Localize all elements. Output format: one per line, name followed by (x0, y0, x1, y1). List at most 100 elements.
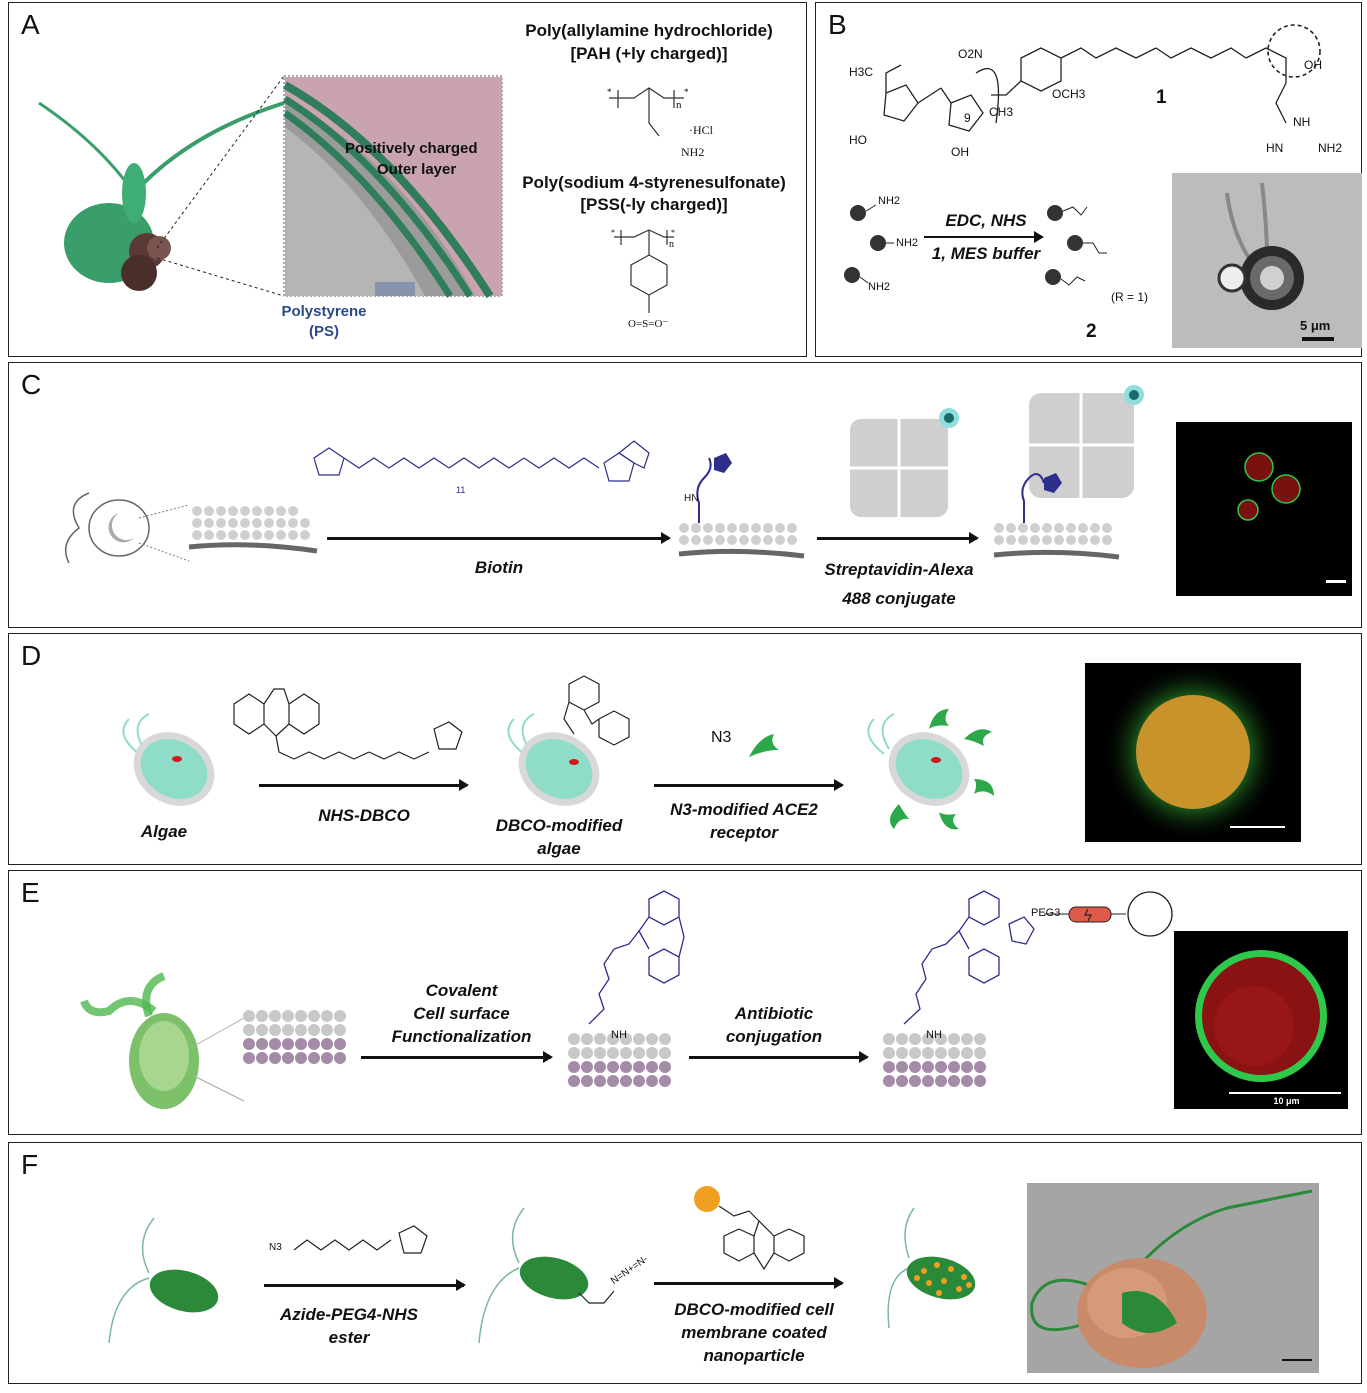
algae-icon (108, 1217, 219, 1344)
functionalization-label-2: Cell surface (413, 1004, 510, 1023)
svg-text:*: * (671, 228, 675, 237)
frag-o2n: O2N (958, 47, 983, 61)
reagents-line-1: EDC, NHS (945, 211, 1027, 230)
dbco-membrane (568, 890, 685, 1087)
nh-label-2: NH (926, 1029, 942, 1041)
dbco-algae-label-2: algae (537, 839, 581, 858)
ace2-receptor-icon (749, 734, 779, 757)
reagents-line-2: 1, MES buffer (931, 244, 1041, 263)
streptavidin-icon (848, 408, 959, 519)
dbco-algae-icon (507, 675, 630, 806)
ace2-arrow (654, 779, 844, 791)
nanoparticle-label-2: membrane coated (681, 1323, 827, 1342)
nanoparticle-label-3: nanoparticle (703, 1346, 805, 1365)
coated-algae-icon (887, 1207, 976, 1329)
nh-label-1: NH (611, 1029, 627, 1041)
pss-title: Poly(sodium 4-styrenesulfonate) (522, 173, 786, 192)
panel-label: E (21, 877, 40, 908)
streptavidin-bound-membrane (993, 385, 1144, 560)
n3-reagent: N3 (711, 729, 732, 746)
pah-n: n (676, 99, 682, 111)
algae-label: Algae (140, 822, 188, 841)
azide-label-2: ester (328, 1328, 370, 1347)
biotinylated-membrane (678, 453, 805, 559)
amine-1: NH2 (878, 195, 901, 207)
n3-label: N3 (269, 1242, 282, 1253)
pah-structure: * * (607, 87, 689, 137)
amide-beads (1045, 205, 1107, 286)
frag-och3: OCH3 (1052, 87, 1086, 101)
r-def: (R = 1) (1111, 290, 1149, 304)
streptavidin-label-2: 488 conjugate (842, 589, 956, 608)
azide-peg-structure (293, 1225, 428, 1254)
svg-text:*: * (684, 87, 689, 97)
fluorescence-micrograph-d (1085, 663, 1301, 842)
bright-field-micrograph: 5 μm (1172, 173, 1362, 348)
algae-cell-illustration (38, 101, 285, 291)
peg3-label: PEG3 (1031, 907, 1061, 919)
scale-bar-label: 5 μm (1300, 318, 1331, 333)
biotin-nhs-structure (313, 440, 650, 482)
antibiotic-arrow (689, 1051, 869, 1063)
nhs-dbco-label: NHS-DBCO (318, 806, 410, 825)
pah-charge: [PAH (+ly charged)] (570, 44, 728, 63)
polystyrene-label: Polystyrene (281, 303, 367, 320)
ace2-label-2: receptor (709, 823, 779, 842)
ace2-algae-icon (867, 709, 994, 830)
panel-label: B (828, 9, 847, 40)
biotin-arrow (327, 532, 671, 544)
compound-2-label: 2 (1086, 321, 1097, 342)
amine-2: NH2 (896, 237, 919, 249)
frag-oh: OH (951, 145, 969, 159)
pss-charge: [PSS(-ly charged)] (580, 195, 728, 214)
frag-ho: HO (849, 133, 867, 147)
algae-icon (122, 713, 215, 806)
antibiotic-conjugated-membrane (883, 890, 1173, 1087)
reaction-arrow (924, 232, 1044, 242)
outer-layer-label-2: Outer layer (377, 161, 457, 178)
frag-nh2: NH2 (1318, 141, 1343, 155)
streptavidin-arrow (817, 532, 979, 544)
svg-text:*: * (611, 228, 615, 237)
frag-h3c: H3C (849, 65, 874, 79)
azide-arrow (264, 1279, 466, 1291)
functionalization-arrow (361, 1051, 553, 1063)
functionalization-label-3: Functionalization (391, 1027, 532, 1046)
panel-c: C 11 Biotin HN (8, 362, 1362, 628)
fluorescence-micrograph-e: 10 μm (1174, 931, 1348, 1109)
compound-1-structure (883, 24, 1321, 132)
frag-nh: NH (1293, 115, 1311, 129)
panel-label: A (21, 9, 40, 40)
pss-structure: * * (611, 228, 675, 313)
frag-hn: HN (1266, 141, 1284, 155)
amine-3: NH2 (868, 281, 891, 293)
dbco-algae-label-1: DBCO-modified (495, 816, 623, 835)
panel-e: E Covalent Cell surface Functionalizatio… (8, 870, 1362, 1135)
pah-nh2: NH2 (681, 145, 705, 159)
azide-algae-icon (478, 1207, 615, 1344)
algae-glow-illustration (80, 972, 346, 1109)
nanoparticle-label-1: DBCO-modified cell (674, 1300, 834, 1319)
frag-ch3: CH3 (989, 105, 1014, 119)
frag-oh-carboxyl: OH (1304, 58, 1322, 72)
functionalization-label-1: Covalent (425, 981, 498, 1000)
dbco-nanoparticle-structure (694, 1186, 805, 1271)
panel-b: B O2N H3C HO OH 9 CH3 OCH3 OH NH HN NH2 … (815, 2, 1362, 357)
ace2-label-1: N3-modified ACE2 (670, 800, 818, 819)
antibiotic-label-2: conjugation (725, 1027, 823, 1046)
nhs-dbco-arrow (259, 779, 469, 791)
membrane-layers-zoom (282, 77, 502, 299)
peg-repeat-11: 11 (456, 485, 466, 495)
outer-layer-label: Positively charged (345, 140, 478, 157)
panel-f: F N3 Azide-PEG4-NHS ester N=N+=N- DBCO-m… (8, 1142, 1362, 1384)
fluorescence-micrograph-c (1176, 422, 1352, 596)
compound-1-label: 1 (1156, 87, 1167, 108)
panel-label: C (21, 369, 42, 400)
panel-label: F (21, 1149, 39, 1180)
pss-n: n (669, 239, 674, 250)
panel-a: A Positively charged Outer layer Polysty… (8, 2, 807, 357)
panel-label: D (21, 640, 42, 671)
frag-9: 9 (964, 111, 971, 125)
nhs-dbco-structure (233, 688, 463, 760)
polystyrene-abbrev: (PS) (309, 323, 339, 340)
